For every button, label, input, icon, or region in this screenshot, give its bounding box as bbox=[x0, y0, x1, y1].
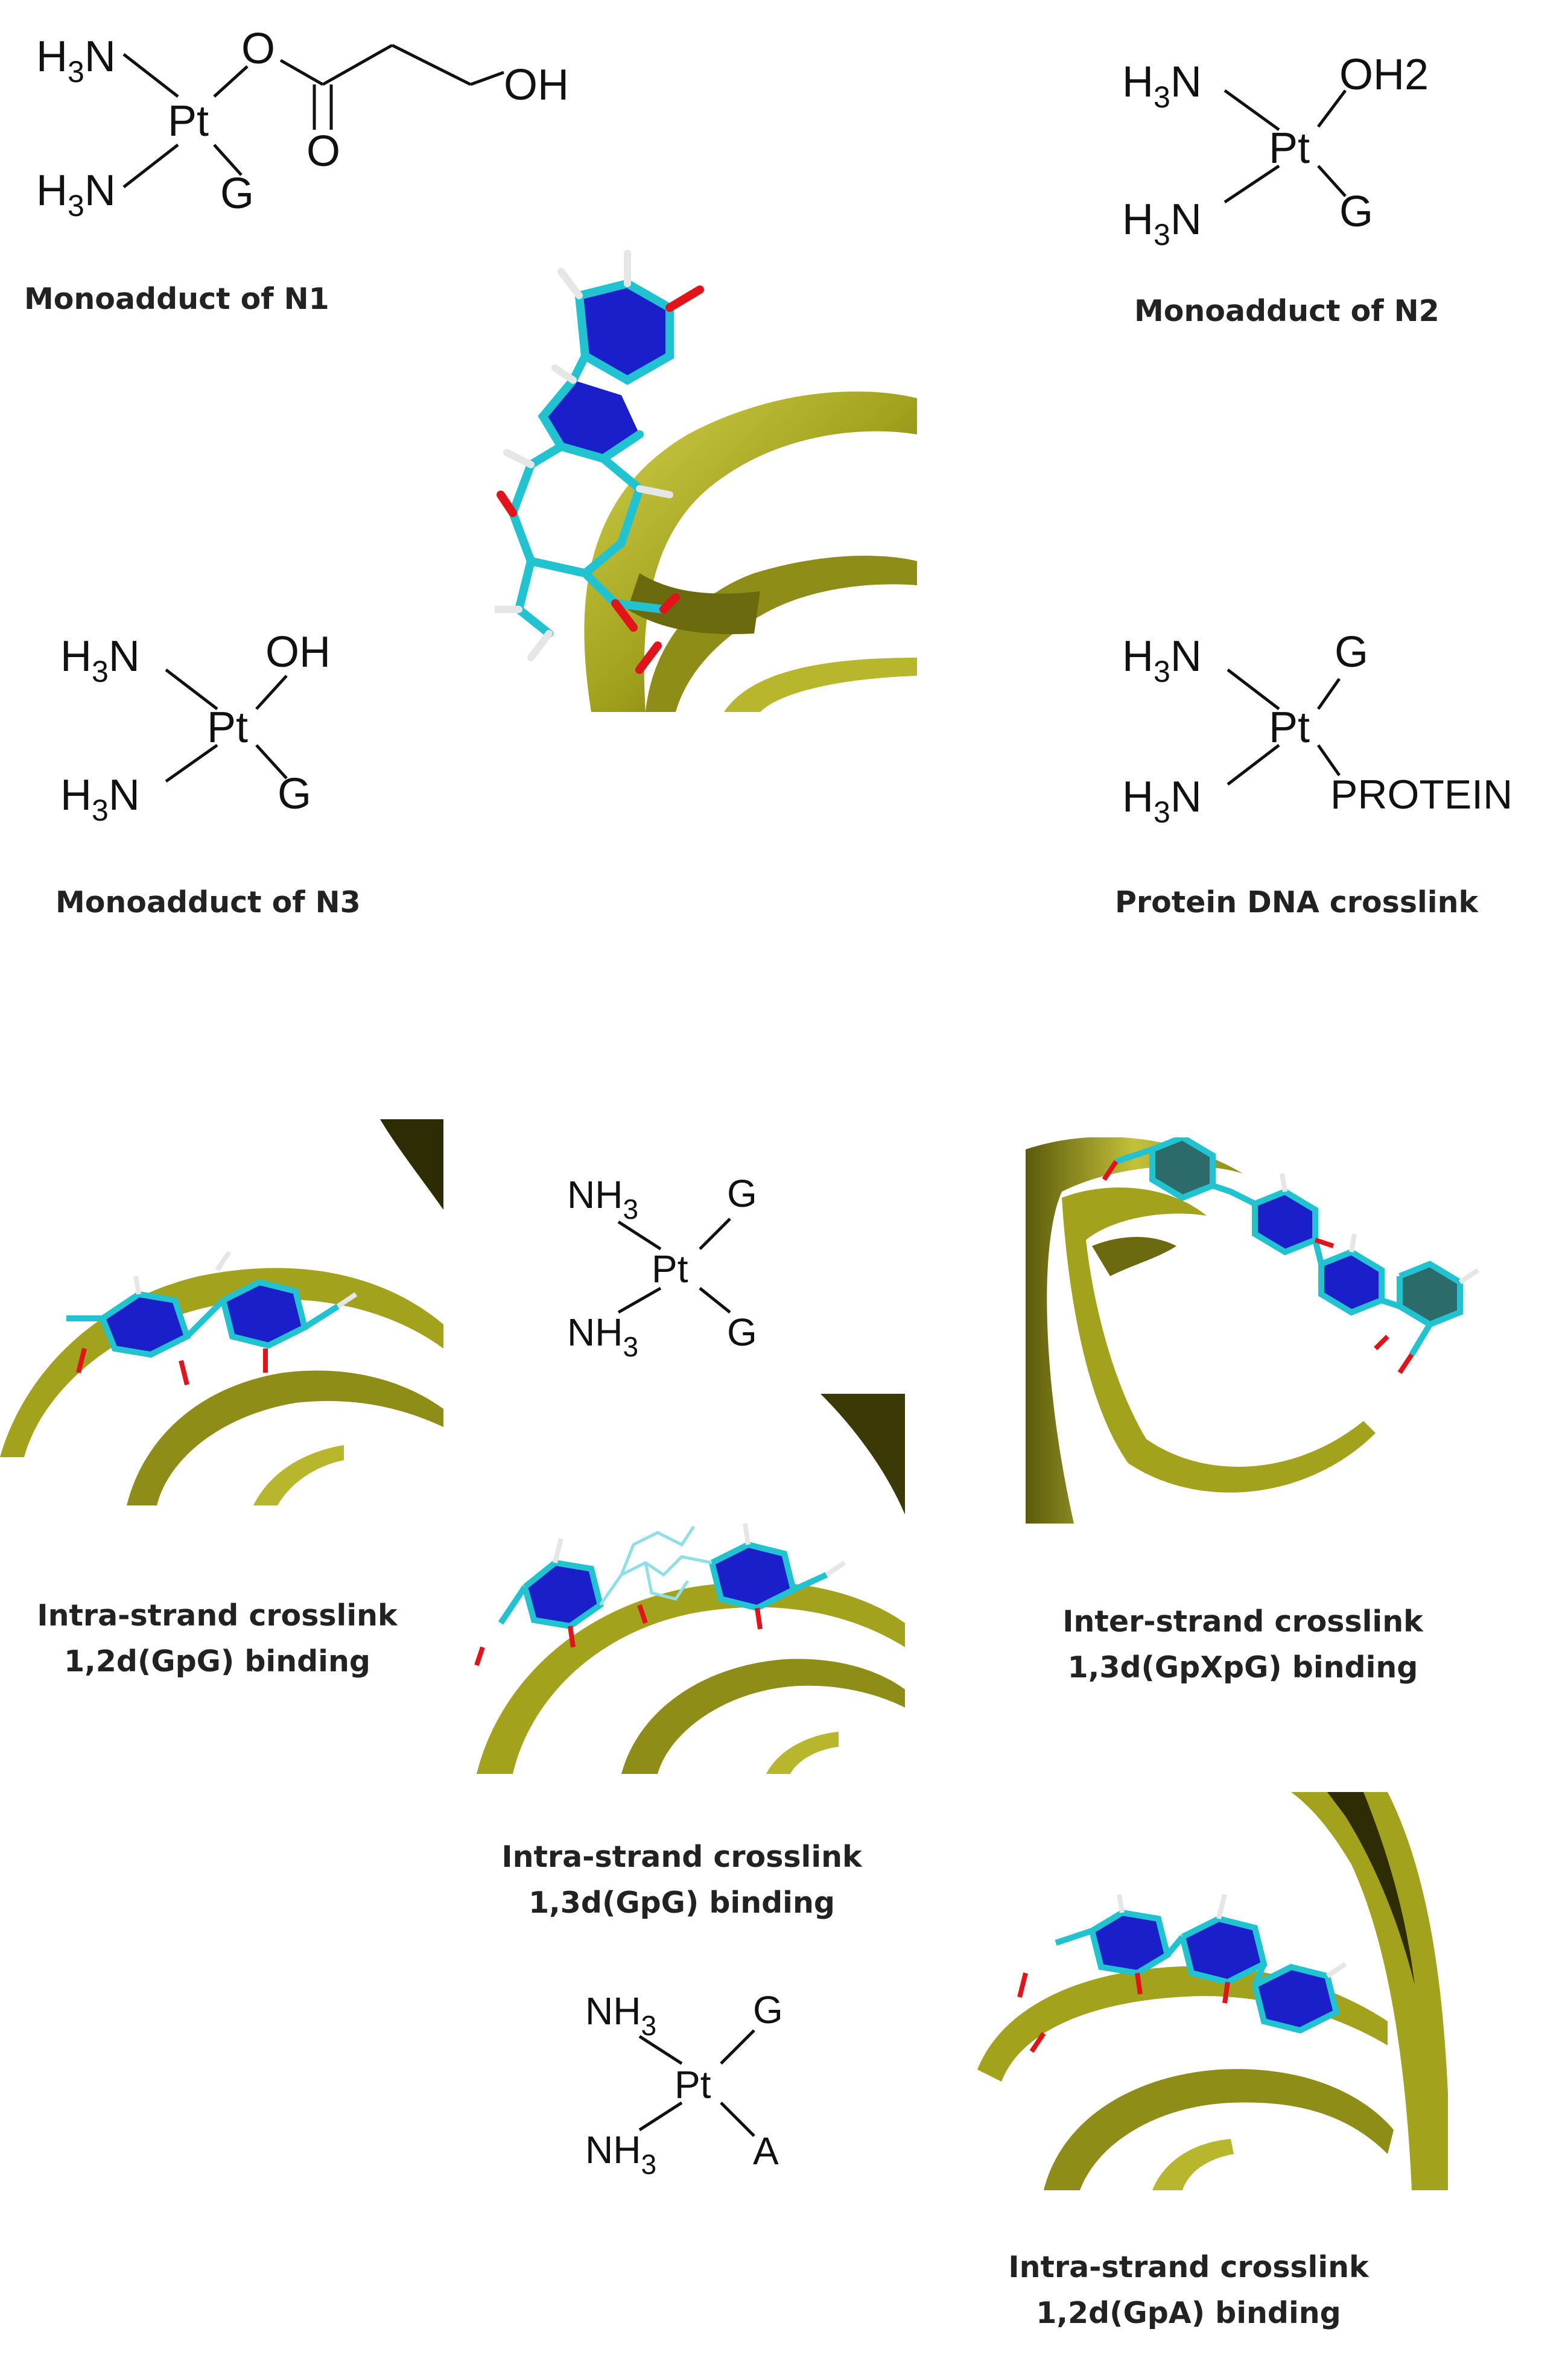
caption-line: Monoadduct of N3 bbox=[56, 885, 361, 920]
pt-label: Pt bbox=[674, 2063, 711, 2106]
molecular-render-13-gpxpg bbox=[1026, 1137, 1480, 1524]
h3n-bottom-label: H3N bbox=[60, 771, 140, 827]
guanine-bottom-label: G bbox=[727, 1311, 757, 1354]
adenine-label: A bbox=[753, 2129, 779, 2173]
caption-line-1: Intra-strand crosslink bbox=[37, 1598, 398, 1633]
molecular-render-12-gpa bbox=[977, 1792, 1448, 2190]
aqua-ligand-label: OH2 bbox=[1339, 51, 1429, 99]
h3n-top-label: H3N bbox=[1122, 632, 1202, 688]
structure-gpg: NH3 NH3 Pt G G bbox=[567, 1172, 757, 1362]
pt-label: Pt bbox=[168, 97, 209, 145]
guanine-label: G bbox=[1339, 188, 1373, 236]
structure-monoadduct-n3: H3N H3N Pt OH G bbox=[60, 628, 331, 827]
structure-gpa: NH3 NH3 Pt G A bbox=[585, 1988, 783, 2180]
h3n-bottom-label: H3N bbox=[1122, 195, 1202, 252]
guanine-label: G bbox=[753, 1988, 783, 2032]
carbonyl-oxygen-label: O bbox=[306, 127, 340, 176]
caption-13-gpxpg: Inter-strand crosslink 1,3d(GpXpG) bindi… bbox=[1038, 1599, 1448, 1691]
nh3-bottom-label: NH3 bbox=[585, 2128, 656, 2180]
caption-protein-dna-crosslink: Protein DNA crosslink bbox=[1115, 880, 1537, 926]
molecular-render-top bbox=[495, 250, 917, 712]
caption-line-2: 1,3d(GpG) binding bbox=[528, 1886, 835, 1920]
guanine-label: G bbox=[1335, 628, 1368, 676]
caption-line-2: 1,3d(GpXpG) binding bbox=[1067, 1650, 1418, 1685]
nh3-top-label: NH3 bbox=[585, 1989, 656, 2041]
pt-label: Pt bbox=[207, 704, 248, 752]
caption-12-gpg: Intra-strand crosslink 1,2d(GpG) binding bbox=[24, 1593, 410, 1685]
h3n-top-label: H3N bbox=[36, 33, 116, 89]
guanine-label: G bbox=[278, 770, 311, 818]
molecular-render-13-gpg bbox=[474, 1394, 905, 1774]
caption-line: Monoadduct of N2 bbox=[1134, 294, 1439, 328]
h3n-bottom-label: H3N bbox=[36, 167, 116, 223]
caption-line-1: Inter-strand crosslink bbox=[1062, 1604, 1423, 1639]
caption-line-1: Intra-strand crosslink bbox=[1008, 2250, 1369, 2284]
caption-monoadduct-n3: Monoadduct of N3 bbox=[56, 880, 430, 926]
nh3-top-label: NH3 bbox=[567, 1173, 638, 1225]
caption-13-gpg: Intra-strand crosslink 1,3d(GpG) binding bbox=[489, 1834, 875, 1926]
hydroxo-ligand-label: OH bbox=[265, 628, 331, 676]
pt-label: Pt bbox=[652, 1247, 688, 1291]
h3n-top-label: H3N bbox=[60, 632, 140, 688]
h3n-bottom-label: H3N bbox=[1122, 773, 1202, 829]
ester-oxygen-label: O bbox=[241, 25, 275, 73]
structure-monoadduct-n2: H3N H3N Pt OH2 G bbox=[1122, 51, 1429, 252]
caption-monoadduct-n2: Monoadduct of N2 bbox=[1134, 288, 1508, 334]
caption-line: Monoadduct of N1 bbox=[24, 282, 329, 316]
hydroxyl-label: OH bbox=[504, 61, 569, 109]
guanine-label: G bbox=[220, 170, 254, 218]
molecular-render-12-gpg bbox=[0, 1119, 443, 1505]
pt-label: Pt bbox=[1269, 704, 1310, 752]
caption-line-2: 1,2d(GpG) binding bbox=[64, 1644, 370, 1679]
caption-12-gpa: Intra-strand crosslink 1,2d(GpA) binding bbox=[995, 2245, 1382, 2336]
h3n-top-label: H3N bbox=[1122, 58, 1202, 114]
caption-line-2: 1,2d(GpA) binding bbox=[1036, 2296, 1341, 2330]
nh3-bottom-label: NH3 bbox=[567, 1311, 638, 1362]
structure-protein-dna-crosslink: H3N H3N Pt G PROTEIN bbox=[1122, 628, 1512, 829]
caption-line-1: Intra-strand crosslink bbox=[501, 1840, 862, 1874]
caption-monoadduct-n1: Monoadduct of N1 bbox=[24, 276, 422, 322]
caption-line: Protein DNA crosslink bbox=[1115, 885, 1479, 920]
pt-label: Pt bbox=[1269, 124, 1310, 173]
guanine-top-label: G bbox=[727, 1172, 757, 1215]
structure-monoadduct-n1: H3N H3N Pt O O OH G bbox=[36, 25, 569, 223]
protein-label: PROTEIN bbox=[1330, 772, 1512, 818]
